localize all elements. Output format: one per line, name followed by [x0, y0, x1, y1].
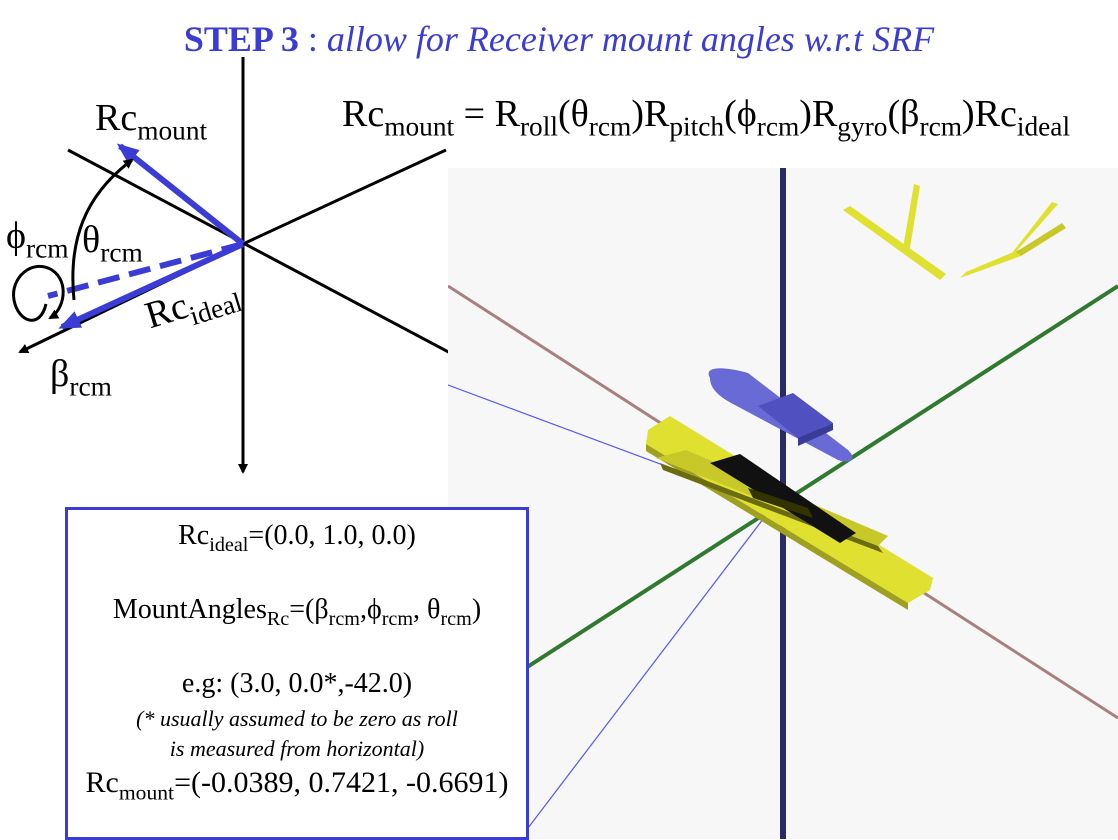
label-theta: θrcm — [82, 218, 143, 266]
formula-equals: = — [454, 93, 495, 135]
label-rc-mount-text: Rc — [95, 97, 138, 139]
info-rc-mount-value: =(-0.0389, 0.7421, -0.6691) — [174, 766, 509, 799]
info-angles-sub: Rc — [266, 608, 290, 631]
formula-paren: ) — [631, 93, 644, 135]
formula-paren: ) — [799, 93, 812, 135]
info-angles-text: MountAngles — [112, 594, 267, 625]
ship-model — [708, 368, 853, 462]
theta-arc — [71, 158, 134, 301]
formula-rc-ideal-sub: ideal — [1016, 111, 1071, 142]
rotation-formula: Rcmount = Rroll(θrcm)Rpitch(ϕrcm)Rgyro(β… — [342, 92, 1070, 140]
info-box: Rcideal=(0.0, 1.0, 0.0) MountAnglesRc=(β… — [65, 507, 529, 840]
info-angles-theta-sub: rcm — [440, 608, 472, 631]
formula-theta: (θ — [557, 93, 589, 135]
formula-r-pitch: R — [644, 93, 670, 135]
label-rc-mount-sub: mount — [137, 115, 208, 146]
formula-phi: (ϕ — [724, 93, 757, 135]
formula-r-gyro: R — [811, 93, 838, 135]
scene-drawing — [448, 168, 1118, 839]
info-angles-beta: =(β — [289, 594, 329, 625]
formula-phi-sub: rcm — [756, 111, 800, 142]
info-rc-ideal-value: =(0.0, 1.0, 0.0) — [248, 520, 416, 551]
info-rc-mount: Rcmount=(-0.0389, 0.7421, -0.6691) — [68, 766, 526, 803]
receiver-model — [646, 416, 933, 610]
formula-gyro-sub: gyro — [837, 111, 888, 142]
formula-paren: ) — [962, 93, 975, 135]
formula-pitch-sub: pitch — [669, 111, 725, 142]
rc-mount-vector — [116, 143, 245, 247]
formula-roll-sub: roll — [519, 111, 558, 142]
label-beta: βrcm — [50, 352, 112, 400]
info-example: e.g: (3.0, 0.0*,-42.0) — [181, 668, 413, 699]
info-rc-ideal-text: Rc — [178, 520, 210, 551]
info-note-line1: (* usually assumed to be zero as roll — [136, 706, 458, 731]
info-note-line2: is measured from horizontal) — [169, 736, 425, 761]
info-mount-angles: MountAnglesRc=(βrcm,ϕrcm, θrcm) — [68, 594, 526, 629]
formula-r-roll: R — [494, 93, 520, 135]
info-angles-phi: ,ϕ — [359, 594, 382, 625]
label-beta-text: β — [50, 353, 70, 395]
scene-green-axis — [516, 284, 1118, 675]
title-text: allow for Receiver mount angles w.r.t SR… — [326, 19, 935, 59]
label-phi: ϕrcm — [6, 214, 69, 262]
info-rc-mount-sub: mount — [118, 780, 175, 805]
scene-3d-view — [448, 168, 1118, 839]
formula-beta: (β — [887, 93, 920, 135]
info-angles-phi-sub: rcm — [381, 608, 414, 631]
orientation-triad — [843, 184, 1066, 280]
x-axis — [67, 148, 522, 392]
title-step: STEP 3 — [183, 19, 299, 59]
info-angles-beta-sub: rcm — [328, 608, 360, 631]
phi-rotation-loop — [12, 264, 65, 322]
title-separator: : — [298, 19, 327, 59]
label-rc-mount: Rcmount — [95, 96, 207, 144]
formula-lhs: Rc — [342, 93, 385, 135]
info-rc-ideal-sub: ideal — [209, 534, 249, 557]
label-theta-text: θ — [82, 219, 101, 261]
info-angles-close: ) — [471, 594, 482, 625]
info-rc-ideal: Rcideal=(0.0, 1.0, 0.0) — [68, 520, 526, 555]
slide-title: STEP 3 : allow for Receiver mount angles… — [0, 18, 1118, 60]
label-phi-sub: rcm — [26, 233, 69, 264]
rc-intermediate-dashed — [47, 241, 244, 299]
label-theta-sub: rcm — [100, 237, 143, 268]
formula-theta-sub: rcm — [588, 111, 632, 142]
label-phi-text: ϕ — [6, 215, 27, 257]
axis-diagram — [12, 57, 522, 474]
formula-rc-ideal: Rc — [974, 93, 1017, 135]
label-beta-sub: rcm — [69, 371, 112, 402]
info-angles-theta: , θ — [413, 594, 441, 625]
y-axis — [242, 148, 447, 246]
formula-beta-sub: rcm — [919, 111, 962, 142]
rc-ideal-vector — [58, 241, 245, 330]
scene-blue-ray-lower — [527, 505, 774, 829]
info-rc-mount-text: Rc — [85, 766, 119, 799]
formula-lhs-sub: mount — [384, 111, 455, 142]
